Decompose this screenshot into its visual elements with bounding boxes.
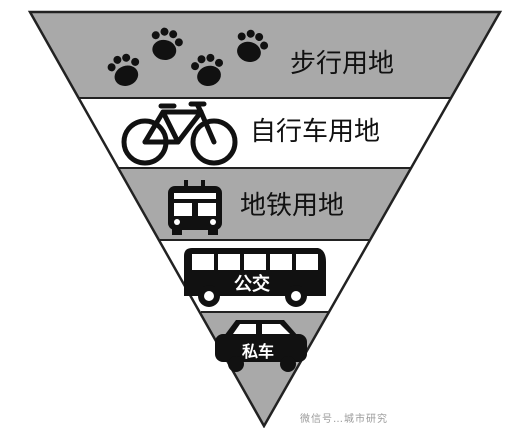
bicycle-icon [121, 101, 238, 166]
bus-label: 公交 [234, 273, 270, 295]
triangle-outline [27, 10, 503, 428]
tier-band-walking [30, 12, 500, 98]
tier-label-walking: 步行用地 [290, 49, 394, 79]
tram-icon [168, 180, 222, 235]
tier-label-subway: 地铁用地 [240, 191, 344, 221]
watermark: 微信号…城市研究 [300, 414, 388, 424]
bus-icon [184, 248, 326, 307]
car-label: 私车 [242, 342, 274, 361]
car-icon [215, 320, 307, 372]
tier-label-bicycle: 自行车用地 [250, 117, 380, 147]
tier-dividers [79, 97, 451, 313]
footprints-icon [107, 27, 269, 87]
